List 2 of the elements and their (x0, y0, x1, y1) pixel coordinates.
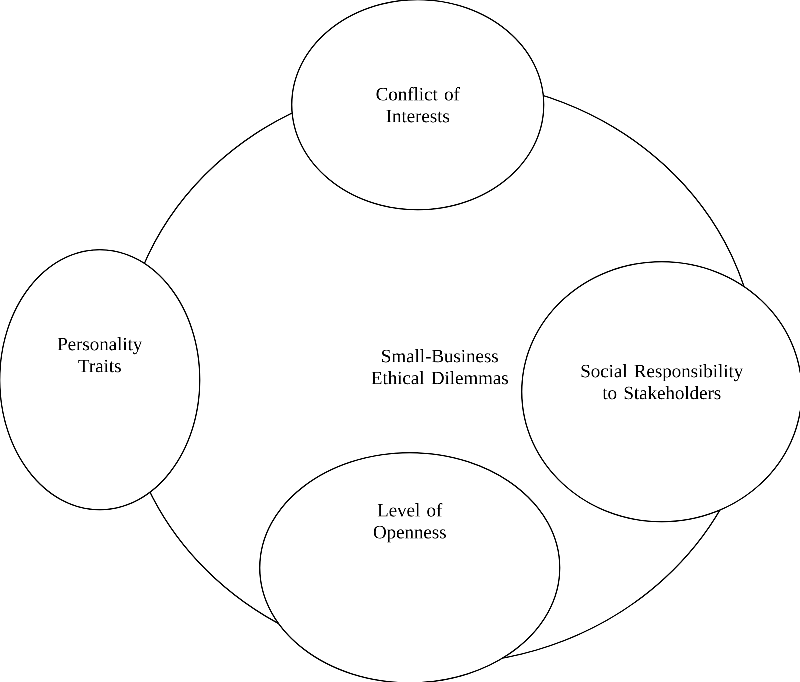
node-label: Social Responsibility to Stakeholders (582, 364, 744, 400)
node-label: Level of Openness (374, 503, 446, 543)
